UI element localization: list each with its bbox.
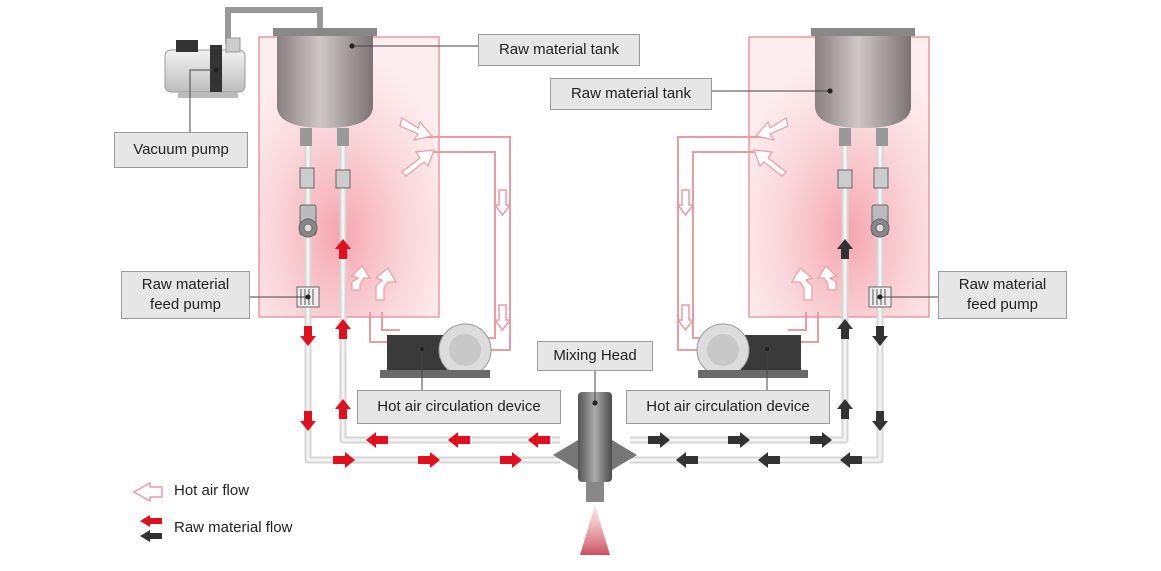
vacuum-pump — [164, 7, 323, 98]
callout-raw-material-tank-right: Raw material tank — [550, 78, 712, 110]
legend-hot-air-flow: Hot air flow — [174, 482, 250, 499]
legend-raw-material-icon — [140, 515, 162, 542]
leader-lines — [189, 45, 938, 403]
callout-hot-air-device-left: Hot air circulation device — [357, 390, 561, 424]
legend-raw-material-flow: Raw material flow — [174, 519, 293, 536]
hot-air-arrows-left — [350, 117, 435, 301]
callout-vacuum-pump: Vacuum pump — [114, 132, 248, 168]
raw-material-arrows-dark — [648, 239, 888, 468]
hot-air-device-left — [380, 323, 492, 378]
legend-hot-air-icon — [132, 481, 163, 503]
callout-feed-pump-left: Raw material feed pump — [121, 271, 250, 319]
hot-air-arrows-right — [753, 117, 838, 301]
valve-right — [837, 167, 890, 238]
hot-air-device-right — [696, 323, 808, 378]
duct-arrows — [493, 189, 695, 332]
callout-raw-material-tank-left: Raw material tank — [478, 34, 640, 66]
callout-hot-air-device-right: Hot air circulation device — [626, 390, 830, 424]
callout-feed-pump-right: Raw material feed pump — [938, 271, 1067, 319]
raw-material-arrows-red — [300, 239, 550, 468]
callout-mixing-head: Mixing Head — [537, 341, 653, 371]
tank-right — [811, 28, 915, 146]
valve-left — [298, 167, 351, 238]
mixing-head — [553, 392, 637, 555]
